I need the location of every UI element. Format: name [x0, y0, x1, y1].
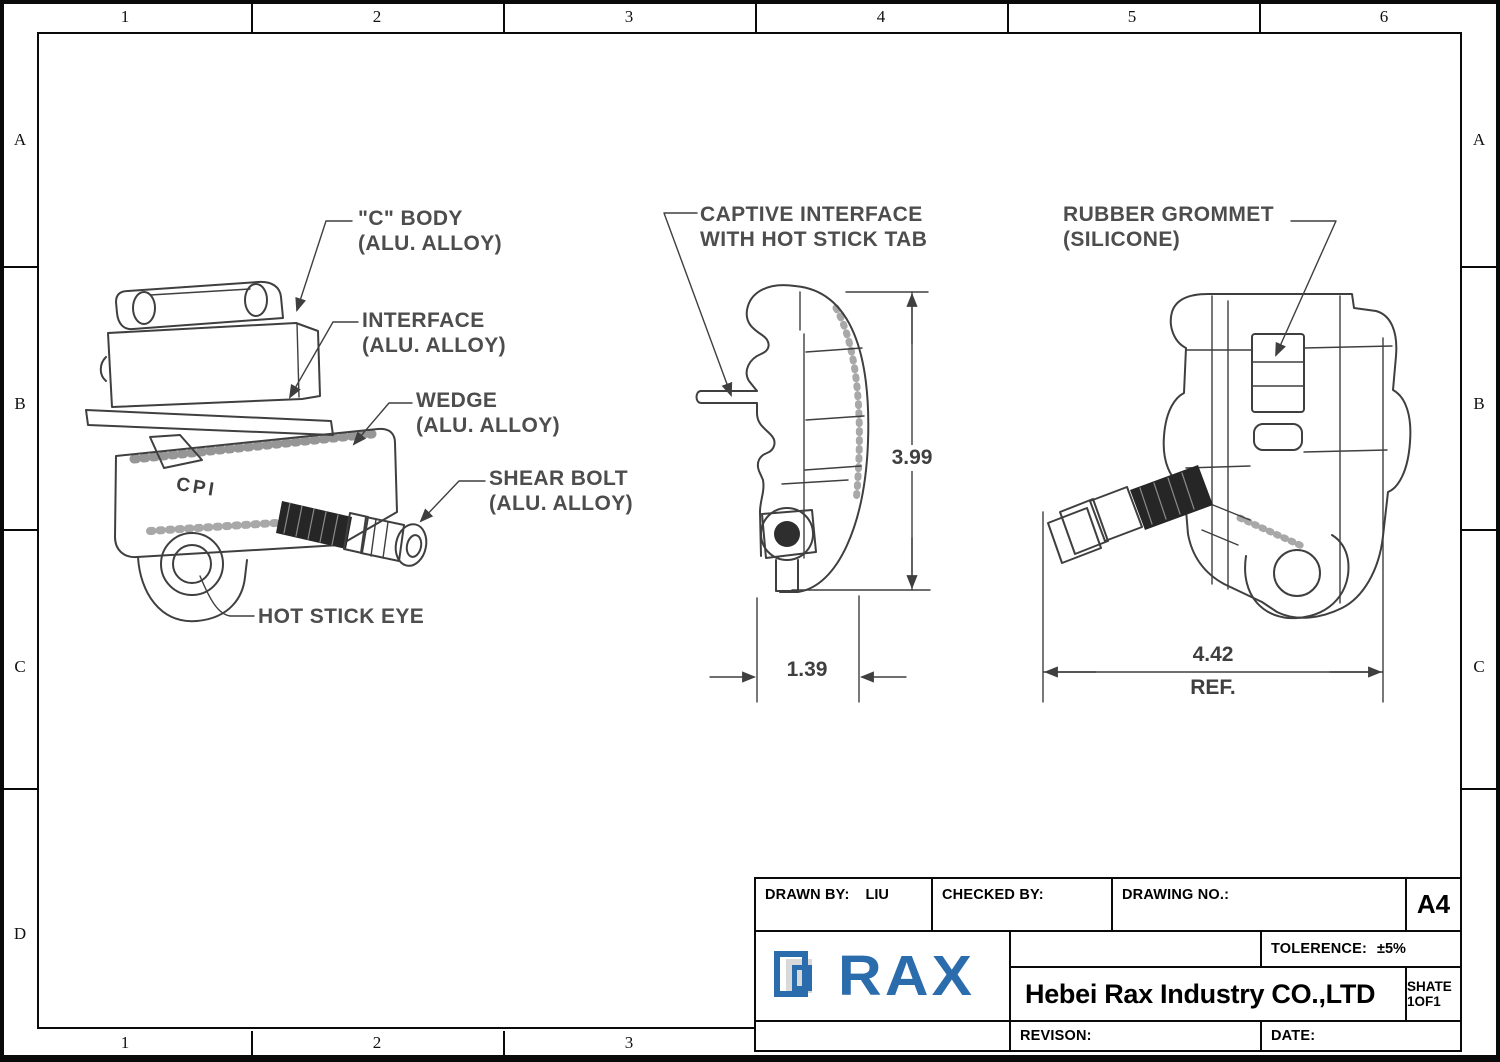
frame-divider [4, 788, 37, 790]
grid-row-label: B [1473, 394, 1485, 413]
frame-divider [251, 1031, 253, 1056]
grid-row-label: C [1473, 657, 1485, 676]
label-shear-bolt: SHEAR BOLT (ALU. ALLOY) [489, 466, 633, 516]
grid-row-label: A [1472, 130, 1486, 149]
frame-divider [1462, 788, 1496, 790]
title-block-drawing-no-cell: DRAWING NO.: [1113, 879, 1405, 930]
label-line: WEDGE [416, 389, 498, 412]
grid-col-label: 2 [372, 7, 382, 26]
rax-logo-text: RAX [838, 943, 976, 1008]
frame-divider [755, 4, 757, 32]
frame-divider [503, 1031, 505, 1056]
dimension-height: 3.99 [884, 445, 940, 471]
dimension-lines [709, 291, 1384, 703]
label-line: "C" BODY [358, 207, 463, 230]
grid-col-label: 3 [624, 7, 634, 26]
grid-col-label: 4 [876, 7, 886, 26]
company-name-cell: Hebei Rax Industry CO.,LTD [1011, 968, 1405, 1020]
date-label: DATE: [1271, 1028, 1316, 1044]
label-captive-interface: CAPTIVE INTERFACE WITH HOT STICK TAB [700, 202, 927, 252]
label-line: (SILICONE) [1063, 228, 1181, 251]
frame-divider [1462, 266, 1496, 268]
label-line: RUBBER GROMMET [1063, 203, 1274, 226]
frame-divider [1259, 4, 1261, 32]
checked-by-label: CHECKED BY: [942, 887, 1044, 903]
inner-frame [37, 32, 1462, 1029]
title-block-drawn-by-cell: DRAWN BY: LIU [756, 879, 931, 930]
dimension-ref-suffix: REF. [1190, 676, 1236, 699]
title-block-checked-by-cell: CHECKED BY: [933, 879, 1111, 930]
grid-col-label: 3 [624, 1033, 634, 1052]
label-line: (ALU. ALLOY) [358, 232, 502, 255]
grid-row-label: B [14, 394, 26, 413]
revision-cell: REVISON: [1011, 1022, 1260, 1050]
frame-divider [4, 266, 37, 268]
dimension-overall-width: 4.42 [1192, 643, 1234, 666]
rax-logo-icon [770, 945, 826, 1007]
right-view-line-art [1047, 293, 1412, 620]
label-line: HOT STICK EYE [258, 605, 425, 628]
logo-icon-inner-square [792, 965, 812, 991]
tolerance-cell: TOLERENCE: ±5% [1262, 932, 1460, 966]
drawing-no-label: DRAWING NO.: [1122, 887, 1230, 903]
frame-divider [251, 4, 253, 32]
label-hot-stick-eye: HOT STICK EYE [258, 604, 424, 629]
frame-divider [1007, 4, 1009, 32]
grid-col-label: 5 [1127, 7, 1137, 26]
company-name: Hebei Rax Industry CO.,LTD [1025, 978, 1376, 1009]
tolerance-label: TOLERENCE: [1271, 941, 1367, 957]
grid-col-label: 6 [1379, 7, 1389, 26]
label-line: INTERFACE [362, 309, 485, 332]
label-c-body: "C" BODY (ALU. ALLOY) [358, 206, 502, 256]
title-block-empty-cell [1011, 932, 1260, 966]
label-line: (ALU. ALLOY) [489, 492, 633, 515]
grid-row-label: A [13, 130, 27, 149]
middle-view-line-art [695, 284, 870, 593]
logo-cell: RAX [756, 932, 1009, 1020]
date-cell: DATE: [1262, 1022, 1460, 1050]
frame-divider [1462, 529, 1496, 531]
label-rubber-grommet: RUBBER GROMMET (SILICONE) [1063, 202, 1274, 252]
grid-col-label: 2 [372, 1033, 382, 1052]
paper-size-value: A4 [1416, 889, 1451, 919]
title-block-empty-cell [756, 1022, 1009, 1050]
grid-col-label: 1 [120, 7, 130, 26]
frame-divider [503, 4, 505, 32]
logo-icon-outer-square [774, 951, 808, 997]
grid-row-label: D [13, 924, 27, 943]
label-line: WITH HOT STICK TAB [700, 228, 928, 251]
label-line: (ALU. ALLOY) [362, 334, 506, 357]
label-line: SHEAR BOLT [489, 467, 628, 490]
dimension-bolt-offset: 1.39 [786, 658, 828, 681]
sheet-value: SHATE 1OF1 [1407, 979, 1452, 1009]
label-interface: INTERFACE (ALU. ALLOY) [362, 308, 506, 358]
label-line: (ALU. ALLOY) [416, 414, 560, 437]
grid-col-label: 1 [120, 1033, 130, 1052]
label-wedge: WEDGE (ALU. ALLOY) [416, 388, 560, 438]
tolerance-value: ±5% [1377, 941, 1406, 957]
label-line: CAPTIVE INTERFACE [700, 203, 923, 226]
paper-size-cell: A4 [1407, 879, 1460, 930]
drawn-by-value: LIU [865, 887, 889, 903]
leader-lines [199, 212, 1337, 617]
grid-row-label: C [14, 657, 26, 676]
revision-label: REVISON: [1020, 1028, 1092, 1044]
sheet-cell: SHATE 1OF1 [1407, 968, 1460, 1020]
title-block: DRAWN BY: LIU CHECKED BY: DRAWING NO.: A… [754, 877, 1462, 1052]
drawn-by-label: DRAWN BY: [765, 887, 850, 903]
frame-divider [4, 529, 37, 531]
